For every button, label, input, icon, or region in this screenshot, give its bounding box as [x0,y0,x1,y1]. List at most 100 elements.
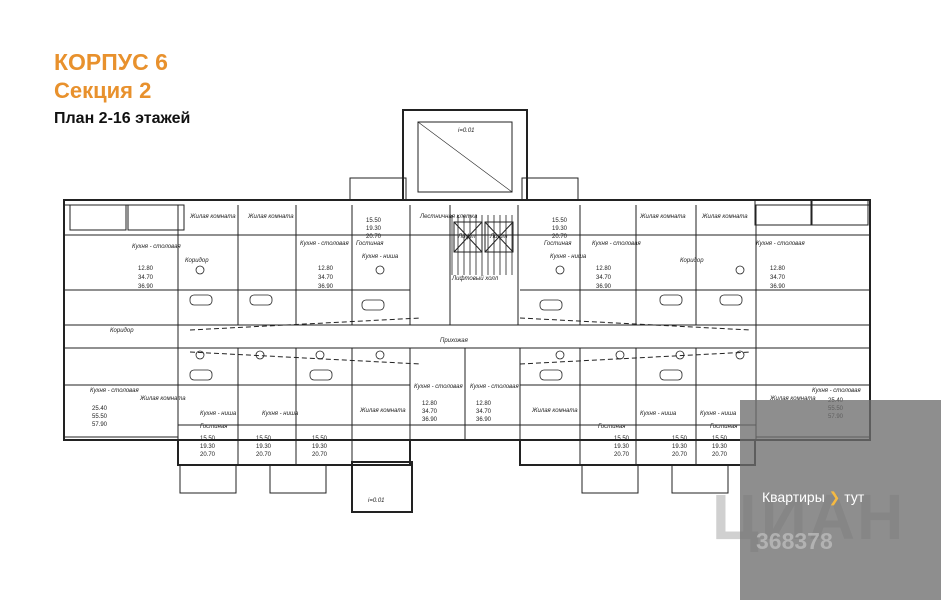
balcony [69,204,127,231]
living-label: Жилая комната [189,214,236,220]
area-value: 36.90 [476,417,492,423]
kitchen-niche-label: Кухня - ниша [362,254,399,260]
balcony [179,464,237,494]
area-value: 36.90 [138,284,154,290]
floors-subtitle: План 2-16 этажей [54,110,191,127]
balcony [811,199,869,226]
guest-label: Гостиная [598,424,626,430]
area-value: 34.70 [422,409,438,415]
watermark-brand-a: Квартиры [762,489,825,505]
area-value: 36.90 [770,284,786,290]
living-label: Жилая комната [359,408,406,414]
area-value: 15.50 [256,436,272,442]
living-label: Жилая комната [247,214,294,220]
area-value: 12.80 [318,266,334,272]
area-value: 15.50 [312,436,328,442]
chevron-right-icon: ❯ [828,489,841,505]
balcony [581,464,639,494]
area-value: 15.50 [614,436,630,442]
area-value: 12.80 [138,266,154,272]
balcony [754,199,812,226]
living-label: Жилая комната [701,214,748,220]
area-value: 20.70 [256,452,272,458]
guest-label: Гостиная [544,241,572,247]
stair-label: Лестничная клетка [419,214,478,220]
watermark-brand-b: тут [844,489,865,505]
area-value: 36.90 [318,284,334,290]
kitchen-niche-label: Кухня - ниша [700,411,737,417]
area-value: 19.30 [200,444,216,450]
area-value: 12.80 [422,401,438,407]
area-value: 20.70 [312,452,328,458]
area-value: 36.90 [596,284,612,290]
area-value: 34.70 [770,275,786,281]
area-value: 19.30 [552,226,568,232]
area-value: 15.50 [200,436,216,442]
kitchen-label: Кухня - столовая [90,388,140,394]
kitchen-niche-label: Кухня - ниша [550,254,587,260]
lift-hall-label: Лифтовый холл [451,275,499,282]
area-value: 19.30 [366,226,382,232]
guest-label: Гостиная [356,241,384,247]
kitchen-label: Кухня - столовая [756,241,806,247]
area-value: 34.70 [138,275,154,281]
area-value: 15.50 [672,436,688,442]
watermark-phone: 368378 [756,528,833,554]
balcony [269,464,327,494]
area-value: 34.70 [318,275,334,281]
guest-label: Гостиная [200,424,228,430]
slope-label: i=0.01 [458,128,475,134]
area-value: 36.90 [422,417,438,423]
balcony [349,177,407,201]
corridor-label: Коридор [680,258,704,264]
plan-title-block: КОРПУС 6 Секция 2 План 2-16 этажей [54,48,190,132]
kitchen-label: Кухня - столовая [414,384,464,390]
living-label: Жилая комната [769,396,816,402]
watermark-brand: Квартиры ❯ тут [762,489,864,506]
area-value: 12.80 [596,266,612,272]
hallway-label: Прихожая [440,338,469,344]
watermark-overlay [740,400,941,600]
area-value: 25.40 [92,406,108,412]
area-value: 34.70 [476,409,492,415]
area-value: 19.30 [312,444,328,450]
slope-label-bottom: i=0.01 [368,498,385,504]
living-label: Жилая комната [139,396,186,402]
corridor-label: Коридор [185,258,209,264]
lift-shaft [453,221,483,253]
top-shaft-inner [417,121,513,193]
kitchen-label: Кухня - столовая [592,241,642,247]
area-value: 15.50 [552,218,568,224]
left-wing [63,204,179,438]
lift-shaft [484,221,514,253]
area-value: 19.30 [614,444,630,450]
kitchen-label: Кухня - столовая [470,384,520,390]
area-value: 20.70 [672,452,688,458]
lift-label: Лифт [457,234,475,240]
kitchen-label: Кухня - столовая [300,241,350,247]
area-value: 20.70 [614,452,630,458]
area-value: 34.70 [596,275,612,281]
kitchen-label: Кухня - столовая [132,244,182,250]
living-label: Жилая комната [639,214,686,220]
balcony [127,204,185,231]
area-value: 19.30 [672,444,688,450]
top-shaft [402,109,528,201]
area-value: 19.30 [712,444,728,450]
area-value: 15.50 [712,436,728,442]
kitchen-label: Кухня - столовая [812,388,862,394]
living-label: Жилая комната [531,408,578,414]
area-value: 20.70 [712,452,728,458]
area-value: 55.50 [92,414,108,420]
guest-label: Гостиная [710,424,738,430]
corridor-label: Коридор [110,328,134,334]
area-value: 20.70 [366,234,382,240]
balcony [521,177,579,201]
building-title: КОРПУС 6 [54,49,168,75]
kitchen-niche-label: Кухня - ниша [262,411,299,417]
area-value: 12.80 [476,401,492,407]
bottom-shaft [351,461,413,513]
section-title: Секция 2 [54,78,152,103]
area-value: 12.80 [770,266,786,272]
